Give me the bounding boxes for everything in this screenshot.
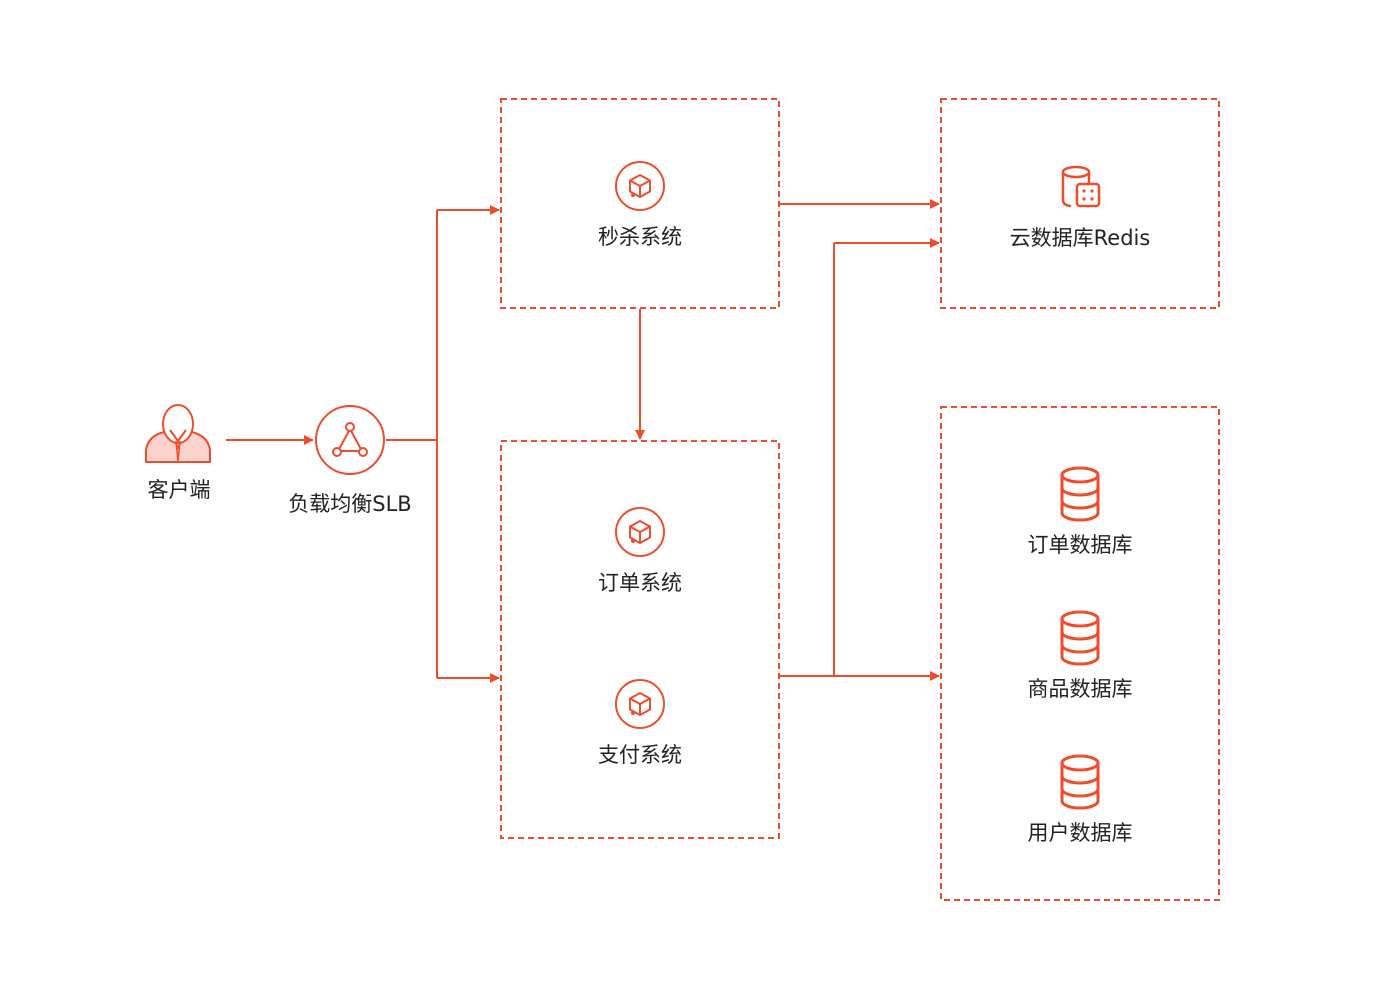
seckill-label: 秒杀系统 <box>598 225 682 249</box>
database-group-box <box>940 406 1220 901</box>
user-icon <box>145 404 211 463</box>
user-db-node: 用户数据库 <box>1028 754 1133 845</box>
product-db-label: 商品数据库 <box>1028 677 1133 701</box>
slb-label: 负载均衡SLB <box>288 492 411 516</box>
database-icon <box>1060 610 1100 666</box>
service-cube-icon <box>615 679 665 729</box>
client-label: 客户端 <box>148 478 211 502</box>
database-icon <box>1060 466 1100 522</box>
user-db-label: 用户数据库 <box>1028 821 1133 845</box>
payment-system-node: 支付系统 <box>598 679 682 767</box>
seckill-node: 秒杀系统 <box>598 161 682 249</box>
business-group-box <box>500 440 780 839</box>
service-cube-icon <box>615 507 665 557</box>
redis-group-box <box>940 98 1220 309</box>
client-node: 客户端 <box>145 404 211 502</box>
redis-database-icon <box>1061 165 1101 208</box>
payment-system-label: 支付系统 <box>598 743 682 767</box>
database-icon <box>1060 754 1100 810</box>
redis-node: 云数据库Redis <box>1010 165 1151 250</box>
order-db-node: 订单数据库 <box>1028 466 1133 557</box>
order-system-node: 订单系统 <box>598 507 682 595</box>
redis-label: 云数据库Redis <box>1010 226 1151 250</box>
product-db-node: 商品数据库 <box>1028 610 1133 701</box>
seckill-group-box <box>500 98 780 309</box>
slb-node: 负载均衡SLB <box>288 405 412 516</box>
order-db-label: 订单数据库 <box>1028 533 1133 557</box>
order-system-label: 订单系统 <box>598 571 682 595</box>
service-cube-icon <box>615 161 665 211</box>
load-balancer-icon <box>315 405 385 475</box>
